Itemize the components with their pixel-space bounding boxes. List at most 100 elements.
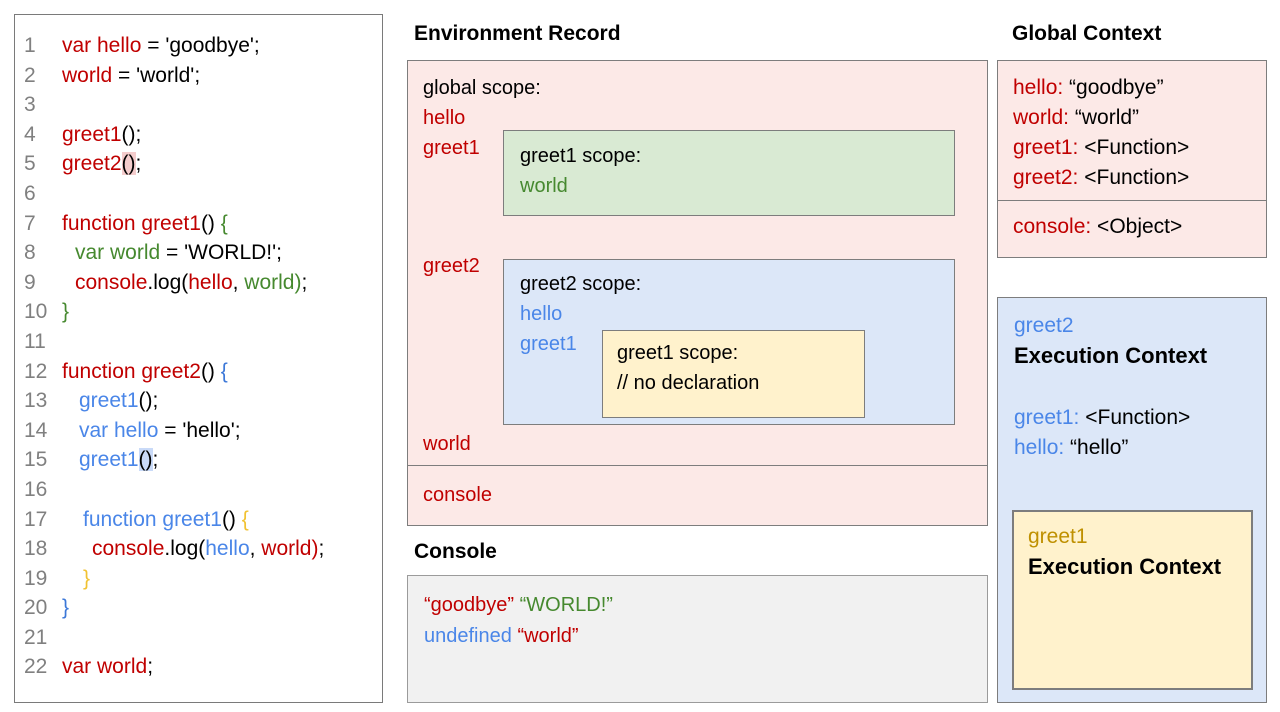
code-text: greet1(); — [79, 386, 158, 416]
greet2-execution-context-name: greet2 — [1014, 314, 1074, 337]
code-text: } — [62, 593, 69, 623]
code-segment: var world — [62, 655, 148, 679]
global-context-entry: greet2: <Function> — [1013, 163, 1251, 193]
greet2-execution-context-box: greet2 Execution Context greet1: <Functi… — [997, 297, 1267, 703]
entry-name: hello: — [1014, 436, 1065, 459]
code-segment: } — [83, 566, 91, 590]
execution-context-entry: greet1: <Function> — [1014, 403, 1190, 433]
code-segment: ; — [152, 448, 159, 472]
greet2-scope-box: greet2 scope: hello greet1 greet1 scope:… — [503, 259, 955, 425]
code-segment: console — [75, 270, 148, 294]
global-scope-label: global scope: — [423, 77, 541, 99]
code-line: 17 function greet1() { — [15, 505, 382, 535]
line-number: 4 — [24, 122, 36, 146]
global-context-console-box: console: <Object> — [997, 200, 1267, 258]
line-number: 17 — [24, 507, 48, 531]
highlighted-code-segment: () — [138, 448, 153, 472]
global-context-vars-box: hello: “goodbye”world: “world”greet1: <F… — [997, 60, 1267, 201]
code-segment: var world — [75, 241, 161, 265]
code-segment: ; — [135, 152, 142, 176]
code-segment: var hello — [62, 34, 142, 57]
code-line: 16 — [15, 475, 382, 505]
code-text: var world; — [62, 652, 153, 682]
code-text: var hello = 'goodbye'; — [62, 31, 260, 61]
code-segment: hello — [188, 270, 233, 294]
global-scope-var-hello: hello — [423, 107, 466, 129]
code-segment: ; — [147, 655, 154, 679]
code-line: 5 greet2(); — [15, 149, 382, 179]
code-line: 15 greet1(); — [15, 445, 382, 475]
line-number: 13 — [24, 389, 48, 413]
code-segment: greet1 — [79, 389, 139, 413]
global-scope-var-greet1: greet1 — [423, 137, 480, 159]
code-segment: greet1 — [79, 448, 139, 472]
greet2-scope-var-greet1: greet1 — [520, 333, 577, 355]
entry-value: <Function> — [1079, 406, 1191, 429]
entry-value: “hello” — [1064, 436, 1129, 459]
highlighted-code-segment: () — [121, 152, 136, 176]
code-segment: function greet1 — [62, 211, 201, 235]
code-line: 13 greet1(); — [15, 386, 382, 416]
code-line: 3 — [15, 90, 382, 120]
code-segment: function greet2 — [62, 359, 201, 383]
code-segment: “world” — [517, 625, 579, 647]
console-output-line: undefined “world” — [424, 621, 971, 652]
code-segment: , — [249, 537, 262, 561]
greet2-scope-var-hello: hello — [520, 303, 563, 325]
code-text: greet1(); — [79, 445, 158, 475]
code-segment: = 'world'; — [112, 63, 201, 87]
entry-name: greet1: — [1014, 406, 1080, 429]
global-context-entry: hello: “goodbye” — [1013, 73, 1251, 103]
entry-value: <Function> — [1078, 166, 1190, 189]
code-line: 20} — [15, 593, 382, 623]
code-text: var hello = 'hello'; — [79, 416, 241, 446]
code-segment: } — [62, 300, 70, 324]
code-segment: = 'goodbye'; — [141, 34, 260, 57]
code-segment: { — [220, 211, 228, 235]
greet1-execution-context-name: greet1 — [1028, 525, 1088, 548]
code-line: 6 — [15, 179, 382, 209]
code-text: } — [83, 564, 90, 594]
code-segment: .log( — [147, 270, 189, 294]
code-segment: { — [220, 359, 228, 383]
code-segment: } — [62, 596, 70, 620]
entry-name: hello: — [1013, 76, 1064, 99]
line-number: 11 — [24, 329, 46, 353]
code-text: greet2(); — [62, 149, 141, 179]
entry-value: “goodbye” — [1063, 76, 1164, 99]
code-segment: ; — [301, 270, 308, 294]
entry-value: “world” — [1069, 106, 1140, 129]
code-segment: = 'hello'; — [158, 418, 241, 442]
execution-context-entry: hello: “hello” — [1014, 433, 1190, 463]
code-segment: console — [92, 537, 165, 561]
global-context-console-entry: console: <Object> — [1013, 215, 1251, 239]
code-text: function greet1() { — [62, 209, 228, 239]
code-text: console.log(hello, world); — [75, 268, 307, 298]
code-segment: greet1 — [62, 122, 122, 146]
code-line: 21 — [15, 623, 382, 653]
console-scope-label: console — [423, 484, 492, 506]
code-text: console.log(hello, world); — [92, 534, 324, 564]
line-number: 15 — [24, 448, 48, 472]
line-number: 10 — [24, 300, 48, 324]
code-segment: “WORLD!” — [519, 594, 613, 616]
code-line: 11 — [15, 327, 382, 357]
code-text: function greet1() { — [83, 505, 249, 535]
global-context-title: Global Context — [1012, 22, 1162, 45]
line-number: 5 — [24, 152, 36, 176]
greet1-execution-context-box: greet1 Execution Context — [1012, 510, 1253, 690]
code-segment: world — [261, 537, 312, 561]
code-segment: ; — [318, 537, 325, 561]
line-number: 9 — [24, 270, 36, 294]
global-context-entry: greet1: <Function> — [1013, 133, 1251, 163]
line-number: 6 — [24, 181, 36, 205]
line-number: 8 — [24, 241, 36, 265]
